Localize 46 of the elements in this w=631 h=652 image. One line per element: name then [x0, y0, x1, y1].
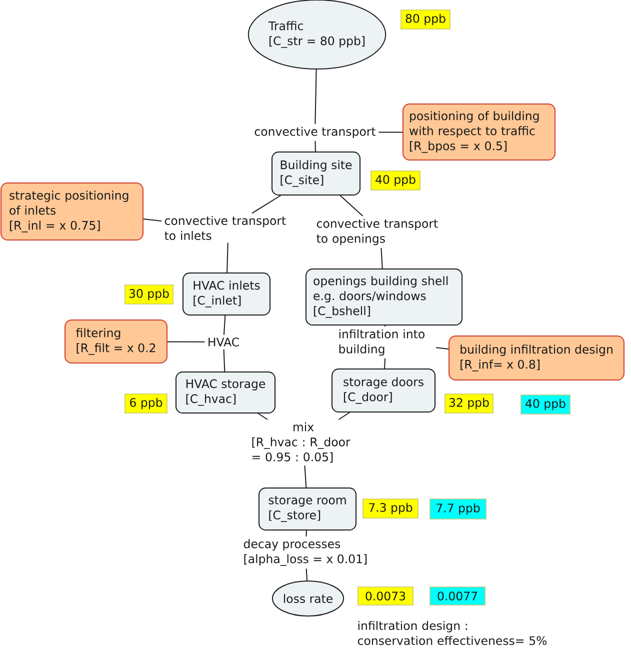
linking-phrase: convective transport — [254, 126, 376, 138]
connector-line — [252, 195, 282, 214]
connector-line — [338, 412, 350, 420]
value-tag: 80 ppb — [400, 10, 450, 30]
connector-line — [306, 530, 307, 537]
linking-phrase: mix [R_hvac : R_door = 0.95 : 0.05] — [252, 422, 350, 463]
value-tag: 0.0077 — [430, 586, 486, 606]
concept-box: storage room [C_store] — [258, 488, 356, 530]
concept-box: openings building shell e.g. doors/windows [C_bshell] — [306, 268, 462, 326]
concept-box: HVAC inlets [C_inlet] — [182, 272, 270, 316]
connector-line — [223, 348, 226, 372]
factor-box: filtering [R_filt = x 0.2 — [64, 320, 168, 364]
connector-line — [380, 247, 383, 269]
value-tag: 30 ppb — [124, 284, 174, 304]
concept-box: Building site [C_site] — [272, 152, 360, 196]
value-tag: 7.3 ppb — [362, 498, 418, 518]
factor-box: building infiltration design [R_inf= x 0.8] — [448, 336, 624, 380]
value-tag: 7.7 ppb — [430, 498, 486, 520]
connector-line — [167, 341, 206, 342]
value-tag: 40 ppb — [520, 394, 570, 414]
value-tag: 32 ppb — [444, 394, 494, 414]
linking-phrase: infiltration into building — [339, 329, 424, 356]
connector-line — [226, 242, 228, 273]
linking-phrase: decay processes [alpha_loss = x 0.01] — [244, 539, 367, 566]
connector-line — [384, 358, 386, 369]
connector-line — [304, 465, 307, 488]
factor-box: strategic positioning of inlets [R_inl = x 0.75] — [0, 182, 144, 240]
connector-line — [258, 413, 268, 420]
value-tag: 40 ppb — [370, 170, 420, 190]
concept-box: HVAC storage [C_hvac] — [176, 372, 276, 414]
value-tag: 6 ppb — [124, 394, 168, 414]
connector-line — [436, 347, 449, 350]
connector-line — [223, 315, 226, 336]
value-tag: 0.0073 — [358, 586, 414, 606]
connector-line — [143, 218, 162, 222]
connector-line — [314, 140, 316, 152]
note-text: infiltration design : conservation effectiveness= 5% — [358, 620, 547, 646]
connector-line — [340, 195, 364, 217]
factor-box: positioning of building with respect to traffic [R_bpos = x 0.5] — [402, 104, 556, 160]
connector-line — [306, 568, 308, 582]
linking-phrase: HVAC — [208, 338, 239, 346]
concept-box: storage doors [C_door] — [332, 368, 436, 412]
linking-phrase: convective transport to inlets — [164, 216, 286, 240]
connector-line — [314, 69, 317, 125]
linking-phrase: convective transport to openings — [316, 218, 438, 246]
connector-line — [378, 132, 403, 133]
